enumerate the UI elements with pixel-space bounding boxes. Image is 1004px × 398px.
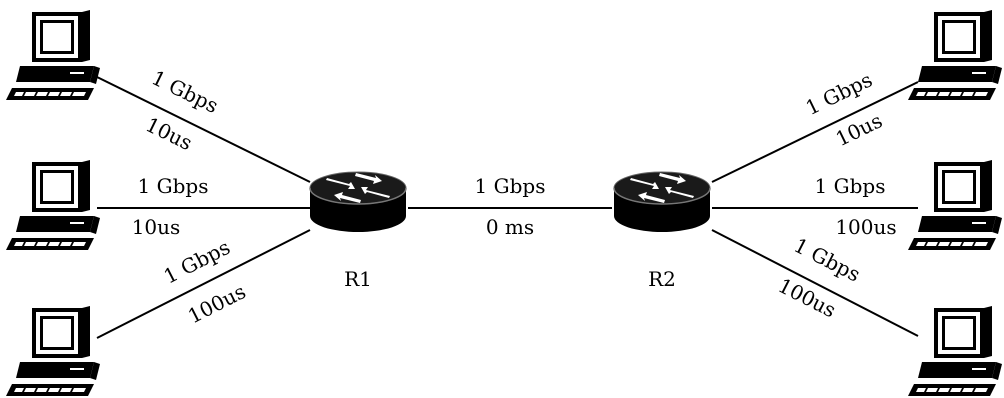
right-link-1-bandwidth: 1 Gbps — [802, 67, 876, 120]
computer-icon-left-2 — [6, 160, 100, 250]
computer-icon-right-1 — [908, 10, 1002, 100]
router-label-r1: R1 — [344, 267, 372, 291]
link-right-host-3 — [711, 229, 919, 337]
left-link-1-bandwidth: 1 Gbps — [148, 65, 222, 118]
left-link-2-bandwidth: 1 Gbps — [138, 174, 209, 198]
left-link-3-bandwidth: 1 Gbps — [160, 235, 234, 289]
right-link-2-bandwidth: 1 Gbps — [815, 174, 886, 198]
router-icon-r1 — [309, 171, 407, 233]
link-left-host-1 — [96, 76, 311, 183]
computer-icon-left-1 — [6, 10, 100, 100]
left-link-1-delay: 10us — [142, 112, 196, 155]
router-label-r2: R2 — [648, 267, 676, 291]
computer-icon-right-3 — [908, 306, 1002, 396]
right-link-3-delay: 100us — [774, 273, 840, 322]
link-right-host-1 — [711, 81, 919, 183]
computer-icon-left-3 — [6, 306, 100, 396]
core-link-delay: 0 ms — [486, 215, 534, 239]
computer-icon-right-2 — [908, 160, 1002, 250]
left-link-2-delay: 10us — [132, 215, 181, 239]
router-icon-r2 — [613, 171, 711, 233]
right-link-3-bandwidth: 1 Gbps — [790, 233, 864, 287]
right-link-2-delay: 100us — [835, 215, 896, 239]
left-link-3-delay: 100us — [184, 279, 250, 328]
links — [96, 76, 919, 339]
core-link-bandwidth: 1 Gbps — [475, 174, 546, 198]
link-left-host-3 — [96, 229, 311, 339]
right-link-1-delay: 10us — [832, 108, 886, 151]
